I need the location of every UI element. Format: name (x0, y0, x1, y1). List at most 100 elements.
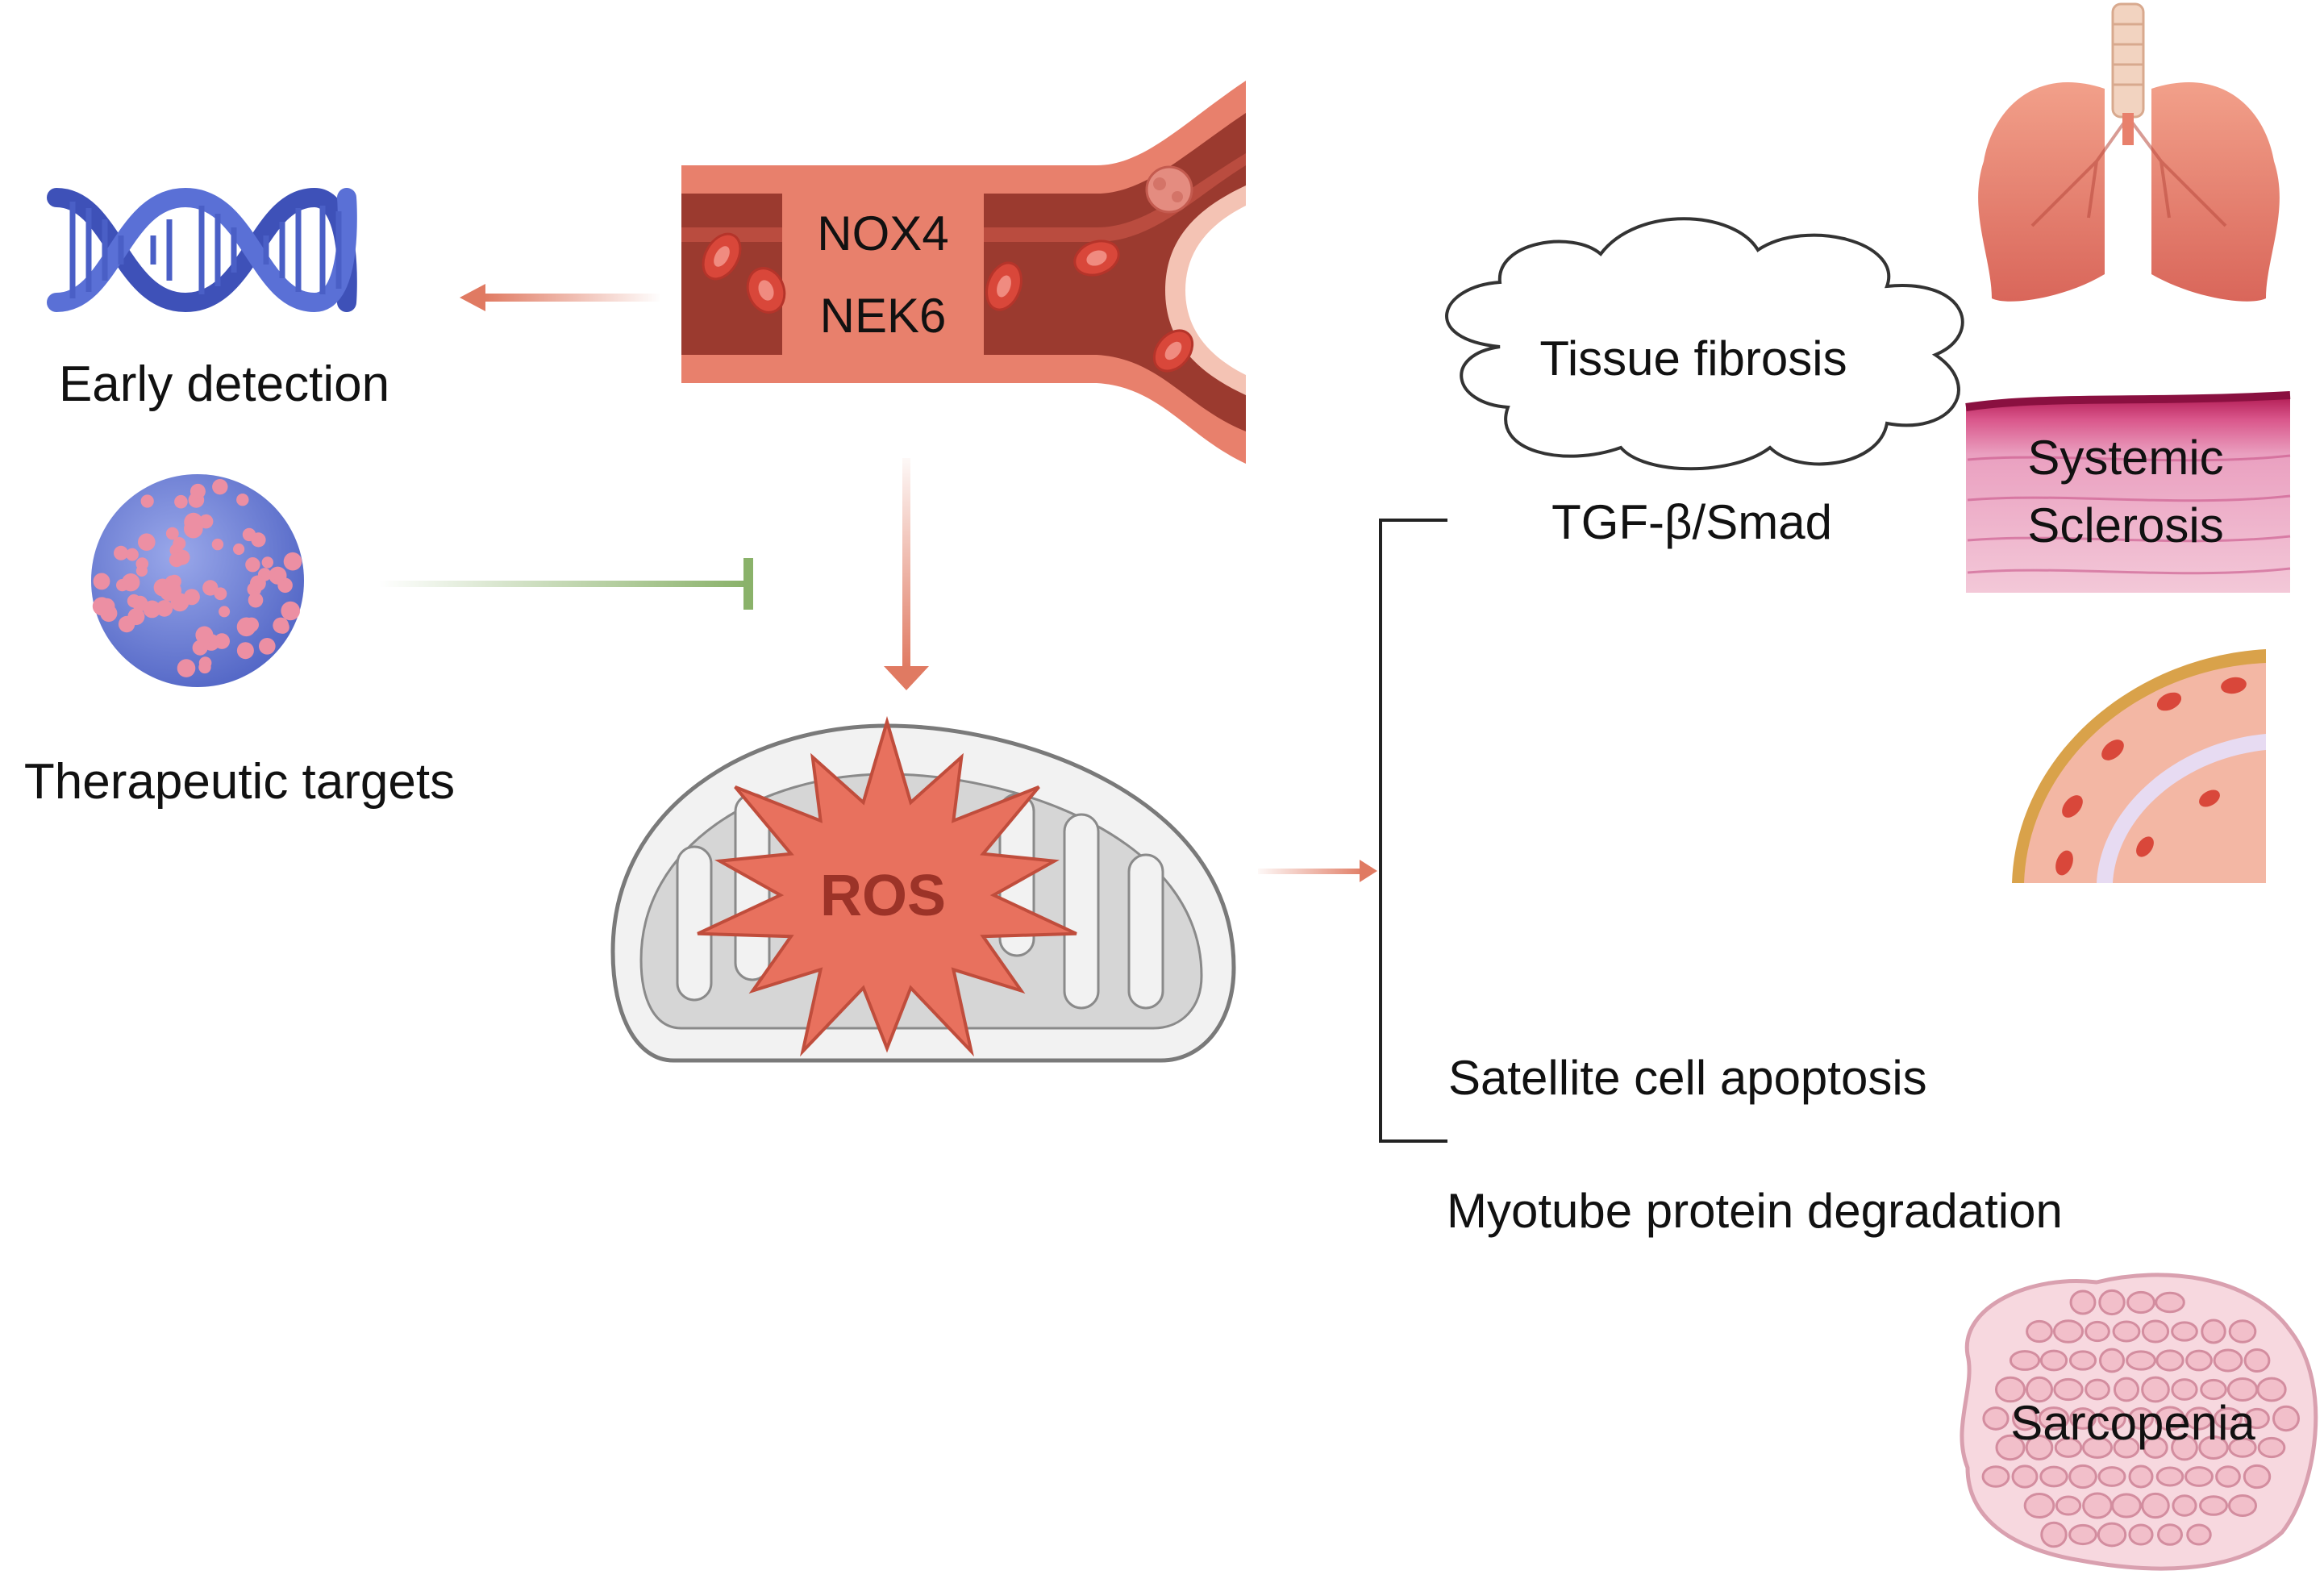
muscle-fiber (2082, 1492, 2113, 1519)
muscle-fiber (2113, 1377, 2140, 1402)
nanoparticle-dot (198, 660, 211, 674)
muscle-fiber (1995, 1434, 2026, 1461)
nanoparticle-dot (100, 604, 118, 623)
nanoparticle-dot (250, 575, 266, 592)
muscle-fiber (2172, 1494, 2197, 1517)
nanoparticle-dot (273, 569, 286, 582)
muscle-fiber (2098, 1289, 2126, 1316)
muscle-fiber (2184, 1466, 2214, 1487)
nanoparticle-dot (251, 532, 266, 548)
nanoparticle-dot (283, 552, 302, 571)
muscle-fiber (2097, 1406, 2126, 1431)
muscle-fiber (2068, 1350, 2097, 1371)
nanoparticle-dot (132, 595, 148, 612)
muscle-fiber (2171, 1378, 2198, 1401)
nox4-label: NOX4 (817, 206, 948, 260)
nanoparticle-dot (177, 659, 196, 677)
nanoparticle-dot (276, 620, 289, 634)
muscle-fiber (2038, 1406, 2070, 1431)
muscle-fiber (2126, 1350, 2156, 1371)
nanoparticle-dot (219, 606, 231, 618)
muscle-fiber (2055, 1495, 2082, 1516)
muscle-fiber (2228, 1319, 2257, 1344)
nanoparticle-dot (138, 533, 156, 551)
muscle-fiber (2111, 1493, 2142, 1519)
muscle-fiber (2011, 1464, 2039, 1489)
muscle-fiber (2026, 1319, 2053, 1344)
muscle-fiber (2052, 1319, 2085, 1344)
arrow-to-ros (884, 458, 929, 690)
muscle-fiber (2199, 1495, 2228, 1516)
nanoparticle-dot (198, 514, 214, 529)
nanoparticle-dot (236, 642, 254, 660)
nanoparticle-dot (174, 494, 188, 509)
muscle-fiber (2126, 1290, 2155, 1314)
muscle-fiber (2068, 1464, 2097, 1489)
nanoparticle-dot (202, 580, 219, 596)
nanoparticle-dot (248, 592, 264, 608)
vessel-wall-icon (2012, 649, 2266, 883)
skin-tissue-icon (1965, 391, 2291, 593)
systemic-label: Systemic (2027, 431, 2223, 485)
muscle-fiber (2215, 1465, 2241, 1488)
muscle-fiber (2244, 1407, 2270, 1430)
sarcopenia-label: Sarcopenia (2010, 1396, 2255, 1450)
muscle-fiber (2039, 1465, 2068, 1488)
muscle-fiber (2141, 1492, 2170, 1519)
arrow-to-outcomes (1258, 860, 1377, 882)
nanoparticle-dot (122, 573, 140, 592)
nanoparticle-dot (135, 565, 148, 577)
muscle-fiber (2053, 1377, 2084, 1402)
muscle-fiber (2243, 1348, 2271, 1373)
nanoparticle-icon (91, 474, 304, 687)
muscle-fiber (2112, 1320, 2141, 1343)
muscle-fiber (2256, 1377, 2287, 1402)
muscle-fiber (2011, 1406, 2039, 1431)
muscle-fiber (2143, 1436, 2168, 1459)
nanoparticle-dot (184, 512, 203, 532)
muscle-fiber (2128, 1406, 2154, 1431)
satellite-cell-apoptosis-label: Satellite cell apoptosis (1448, 1051, 1927, 1105)
muscle-fiber (2171, 1434, 2198, 1461)
muscle-fiber (2069, 1407, 2097, 1430)
nanoparticle-dot (190, 483, 206, 499)
nanoparticle-dot (140, 494, 154, 508)
early-detection-label: Early detection (59, 356, 389, 412)
nanoparticle-dot (233, 543, 245, 556)
muscle-fiber (2081, 1436, 2114, 1459)
muscle-fiber (2257, 1436, 2286, 1459)
muscle-fiber (2184, 1406, 2214, 1431)
muscle-fiber (2128, 1464, 2154, 1489)
sclerosis-label: Sclerosis (2027, 498, 2223, 552)
muscle-fiber (2213, 1348, 2243, 1373)
blood-vessel-icon (681, 81, 1246, 464)
muscle-fiber (2141, 1319, 2170, 1344)
nanoparticle-dot (245, 557, 260, 573)
nek6-label: NEK6 (820, 289, 947, 343)
nanoparticle-dot (93, 573, 110, 590)
muscle-fiber (1982, 1406, 2010, 1431)
nanoparticle-dot (173, 537, 186, 550)
muscle-fiber (2155, 1349, 2184, 1372)
muscle-fiber (2243, 1464, 2272, 1489)
muscle-fiber (2097, 1466, 2126, 1487)
muscle-fiber (2141, 1376, 2170, 1403)
muscle-fiber (2113, 1436, 2140, 1459)
nanoparticle-dot (165, 527, 179, 540)
muscle-fiber (2128, 1523, 2154, 1546)
nanoparticle-dot (195, 626, 214, 644)
nanoparticle-dot (211, 538, 224, 551)
muscle-fiber (2009, 1350, 2041, 1371)
nanoparticle-dot (212, 479, 228, 495)
muscle-fiber (2198, 1435, 2229, 1460)
muscle-fiber (2228, 1437, 2257, 1458)
muscle-fiber (2157, 1523, 2183, 1546)
nanoparticle-dot (127, 608, 145, 626)
lungs-icon (1978, 2, 2280, 302)
muscle-fiber (2200, 1378, 2227, 1401)
inhibition-bar (379, 558, 753, 610)
myotube-protein-degradation-label: Myotube protein degradation (1447, 1184, 2063, 1238)
nanoparticle-dot (244, 617, 259, 632)
nanoparticle-dot (236, 494, 249, 506)
